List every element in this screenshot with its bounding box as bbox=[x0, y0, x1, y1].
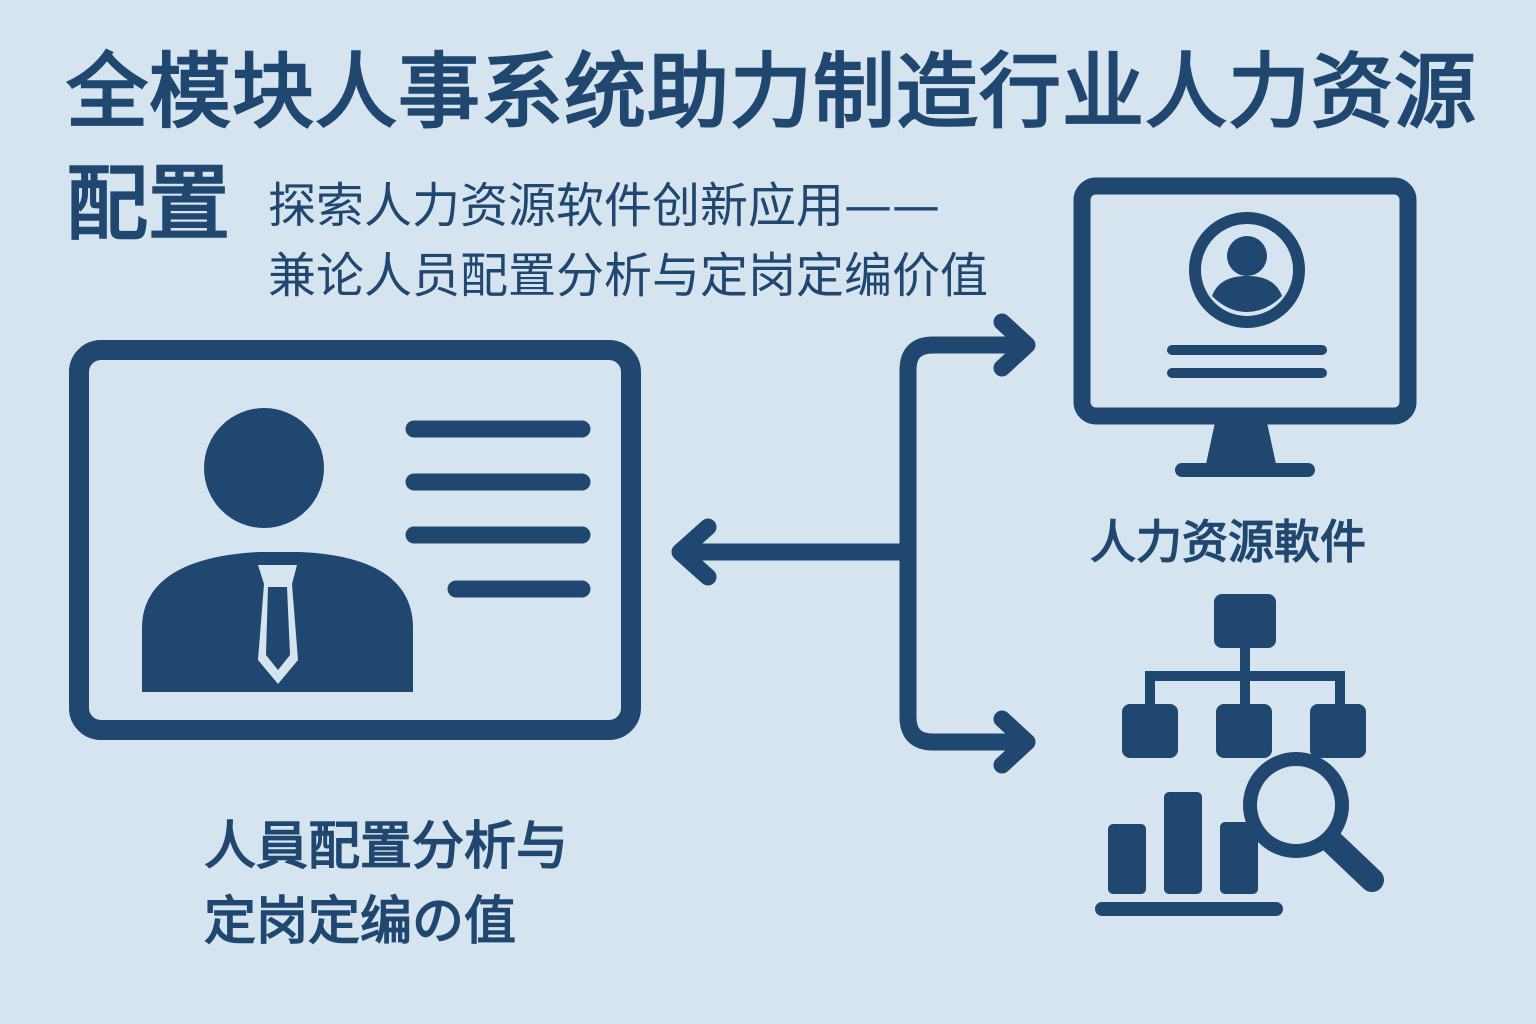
branch-arrow-icon bbox=[671, 313, 1036, 774]
page-subtitle: 探索人力资源软件创新应用—— 兼论人员配置分析与定岗定编价值 bbox=[268, 178, 989, 304]
computer-user-icon bbox=[1073, 177, 1417, 477]
org-chart-analysis-icon bbox=[1095, 594, 1384, 916]
staffing-analysis-label: 人員配置分析与 定岗定编の值 bbox=[204, 817, 569, 953]
hr-software-label: 人力资源軟件 bbox=[1090, 515, 1366, 569]
page-title-continued: 配置 bbox=[66, 157, 231, 252]
employee-card-icon bbox=[69, 340, 641, 740]
page-title: 全模块人事系统助力制造行业人力资源 bbox=[66, 45, 1478, 140]
